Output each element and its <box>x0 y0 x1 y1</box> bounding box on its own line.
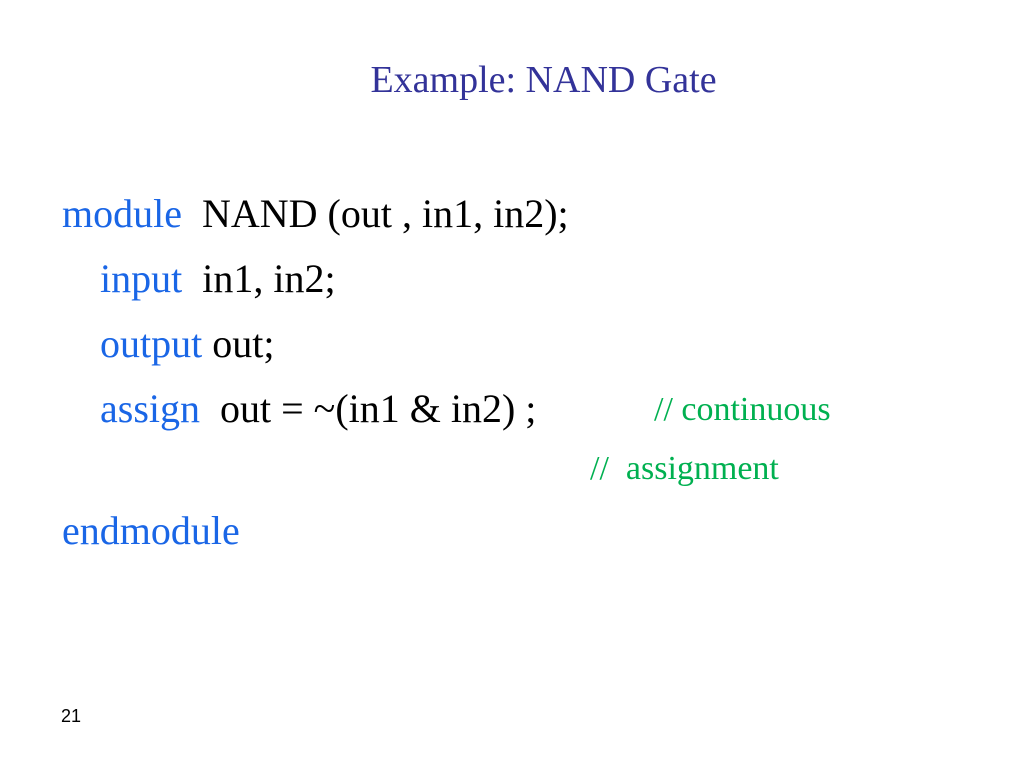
page-number: 21 <box>61 706 82 726</box>
code-line-module: module NAND (out , in1, in2); <box>62 190 569 237</box>
code-text-spacer <box>200 386 220 431</box>
module-declaration-text: NAND (out , in1, in2); <box>201 191 569 236</box>
input-declaration-text: in1, in2; <box>202 256 336 301</box>
assign-expression-text: out = ~(in1 & in2) ; <box>220 386 537 431</box>
code-text-spacer <box>182 256 202 301</box>
comment-assignment: // assignment <box>590 450 779 487</box>
code-line-input: input in1, in2; <box>100 255 336 302</box>
keyword-input: input <box>100 256 183 301</box>
code-line-output: output out; <box>100 320 274 367</box>
keyword-assign: assign <box>100 386 200 431</box>
keyword-module: module <box>62 191 182 236</box>
code-line-assign: assign out = ~(in1 & in2) ; <box>100 385 536 432</box>
code-text-spacer <box>202 321 212 366</box>
keyword-endmodule: endmodule <box>62 508 240 553</box>
slide-title: Example: NAND Gate <box>370 59 717 101</box>
code-text-spacer <box>182 191 202 236</box>
keyword-output: output <box>100 321 203 366</box>
comment-continuous: // continuous <box>654 391 831 428</box>
output-declaration-text: out; <box>212 321 275 366</box>
